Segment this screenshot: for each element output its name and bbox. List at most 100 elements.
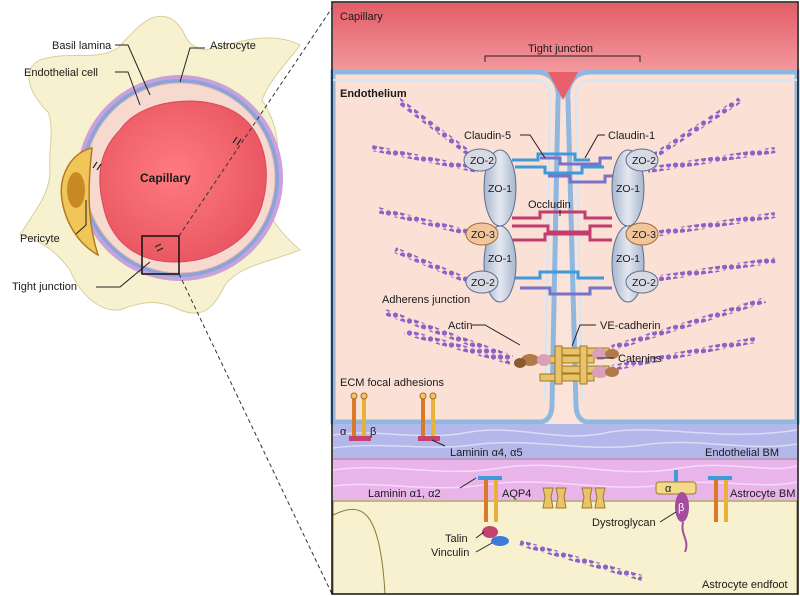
label-zo3-right: ZO-3 bbox=[632, 229, 656, 241]
laminin-anchor bbox=[708, 476, 732, 480]
integrin-endothelial-left bbox=[349, 392, 371, 441]
integrin-head bbox=[429, 392, 437, 400]
vinculin bbox=[491, 536, 509, 546]
integrin-astrocyte-left bbox=[478, 476, 509, 546]
leader-pericyte bbox=[75, 200, 87, 235]
label-pericyte: Pericyte bbox=[20, 233, 60, 245]
claudin-1-strand bbox=[548, 174, 614, 184]
label-laminin-a4a5: Laminin α4, α5 bbox=[450, 447, 523, 459]
integrin-alpha bbox=[484, 480, 488, 522]
leader-laminin-a1a2 bbox=[459, 477, 477, 489]
integrin-astrocyte-right bbox=[708, 476, 732, 522]
zo2-protein bbox=[465, 270, 499, 294]
leader-vinculin bbox=[475, 542, 493, 553]
occludin-strand bbox=[512, 210, 612, 220]
claudin-1-strand bbox=[540, 156, 612, 166]
leader-talin bbox=[475, 531, 485, 539]
ve-cadherin-stem bbox=[554, 345, 563, 385]
actin-filament bbox=[396, 97, 480, 163]
label-endothelial-bm: Endothelial BM bbox=[705, 447, 779, 459]
actin-filament bbox=[611, 297, 766, 351]
label-zo2-left-bottom: ZO-2 bbox=[471, 277, 495, 289]
dystroglycan-link bbox=[674, 470, 678, 482]
zo2-protein bbox=[625, 270, 659, 294]
laminin-anchor bbox=[349, 436, 371, 441]
detail-panel: Capillary Tight junction Endothelium Cla… bbox=[330, 1, 800, 595]
integrin-beta bbox=[431, 396, 435, 436]
leader-actin bbox=[472, 324, 521, 346]
capillary-lumen-band bbox=[333, 3, 797, 73]
claudin-5-strand bbox=[515, 165, 604, 175]
label-actin: Actin bbox=[448, 320, 472, 332]
label-ve-cadherin: VE-cadherin bbox=[600, 320, 661, 332]
junction-mark-bottom bbox=[154, 243, 164, 252]
integrin-beta bbox=[724, 480, 728, 522]
leader-dystroglycan bbox=[659, 511, 677, 523]
zo3-protein bbox=[625, 222, 659, 246]
leader-tight-junction bbox=[96, 261, 151, 288]
aqp4-channel bbox=[581, 487, 593, 509]
zo2-protein bbox=[463, 148, 497, 172]
tight-junction-proteins bbox=[512, 152, 614, 296]
catenin bbox=[592, 366, 608, 378]
label-laminin-a1a2: Laminin α1, α2 bbox=[368, 488, 441, 500]
talin bbox=[482, 526, 498, 538]
zoom-line-top bbox=[178, 7, 333, 237]
actin-filament bbox=[647, 257, 776, 283]
claudin-5-strand bbox=[512, 152, 590, 162]
label-talin: Talin bbox=[445, 533, 468, 545]
ve-cadherin bbox=[539, 373, 595, 382]
occludin-strand bbox=[512, 224, 612, 234]
label-beta-endothelial: β bbox=[370, 426, 376, 438]
label-dystroglycan: Dystroglycan bbox=[592, 517, 656, 529]
dystroglycan-alpha bbox=[655, 481, 697, 495]
junction-mark-right bbox=[232, 136, 242, 146]
laminin-anchor bbox=[418, 436, 440, 441]
actin-filament bbox=[383, 309, 514, 361]
label-capillary-detail: Capillary bbox=[340, 11, 383, 23]
label-endothelial-cell: Endothelial cell bbox=[24, 67, 98, 79]
integrin-head bbox=[419, 392, 427, 400]
label-zo1-left-top: ZO-1 bbox=[488, 183, 512, 195]
leader-laminin-a4a5 bbox=[431, 439, 446, 447]
label-aqp4: AQP4 bbox=[502, 488, 531, 500]
tight-junction-bracket bbox=[484, 55, 641, 62]
label-zo1-right-bottom: ZO-1 bbox=[616, 253, 640, 265]
integrin-alpha bbox=[714, 480, 718, 522]
laminin-anchor bbox=[478, 476, 502, 480]
pericyte-nucleus bbox=[67, 172, 85, 208]
leader-basil-lamina bbox=[115, 44, 151, 96]
astrocyte-bm-fibers-1 bbox=[332, 464, 798, 473]
actin-filament bbox=[519, 540, 643, 581]
label-alpha-endothelial: α bbox=[340, 426, 347, 438]
actin-filament bbox=[371, 145, 479, 173]
actin-filament bbox=[404, 329, 513, 365]
actin-filament bbox=[647, 147, 776, 173]
capillary-lumen bbox=[99, 100, 267, 263]
endothelial-cell-left bbox=[330, 69, 561, 425]
astrocyte-bm-fibers-2 bbox=[332, 481, 798, 489]
label-astrocyte-bm: Astrocyte BM bbox=[730, 488, 795, 500]
detail-border bbox=[331, 1, 799, 595]
label-alpha-dystroglycan: α bbox=[665, 483, 672, 495]
leader-claudin5 bbox=[520, 134, 546, 159]
label-zo2-right-top: ZO-2 bbox=[632, 155, 656, 167]
label-tight-junction-overview: Tight junction bbox=[12, 281, 77, 293]
membrane-inner-right bbox=[574, 79, 797, 403]
label-zo2-right-bottom: ZO-2 bbox=[632, 277, 656, 289]
label-basil-lamina: Basil lamina bbox=[52, 40, 112, 52]
claudin-5-strand bbox=[512, 270, 604, 280]
occludin-strand bbox=[512, 232, 612, 242]
label-zo1-left-bottom: ZO-1 bbox=[488, 253, 512, 265]
actin-filaments bbox=[371, 97, 776, 581]
leader-claudin1 bbox=[584, 134, 605, 159]
ve-cadherin-stem bbox=[579, 345, 588, 385]
label-vinculin: Vinculin bbox=[431, 547, 469, 559]
leader-endothelial-cell bbox=[115, 71, 141, 106]
endothelial-bm-band bbox=[333, 424, 797, 458]
label-capillary-overview: Capillary bbox=[140, 171, 191, 185]
catenin bbox=[605, 349, 619, 359]
zo-proteins-right bbox=[611, 148, 659, 303]
